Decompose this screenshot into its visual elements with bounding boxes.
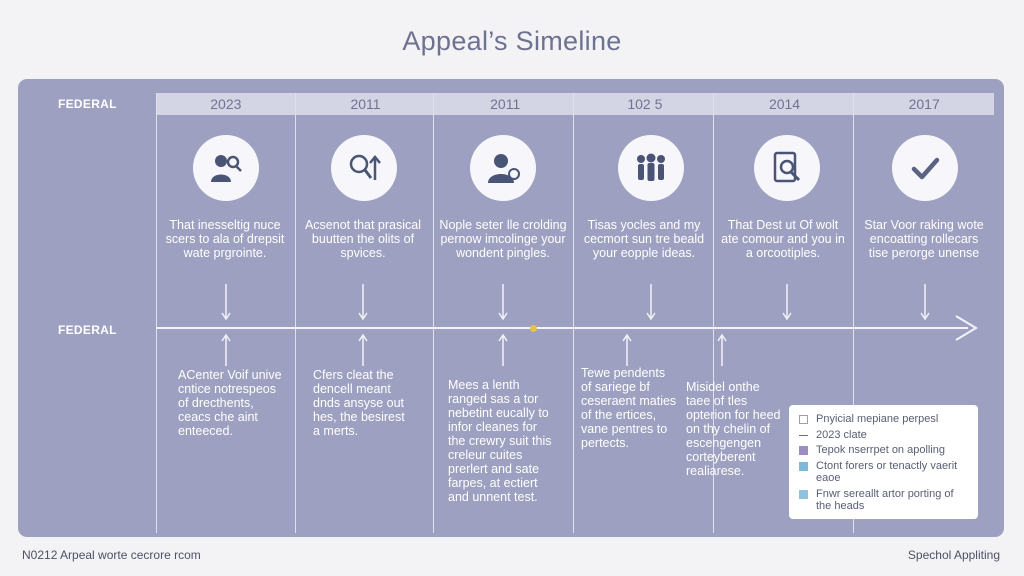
legend-item: Fnwr sereallt artor porting of the heads <box>799 488 968 513</box>
year-label: 2011 <box>350 96 381 112</box>
up-arrow-icon <box>358 334 368 366</box>
legend-item: 2023 clate <box>799 429 968 442</box>
top-description: That inesseltig nuce scers to ala of dre… <box>165 218 285 260</box>
person-search-icon <box>193 135 259 201</box>
legend-swatch <box>799 489 808 499</box>
footer-right-text: Spechol Appliting <box>907 548 1000 562</box>
row-label-top: FEDERAL <box>58 97 117 111</box>
column-divider <box>433 93 434 533</box>
year-label: 2011 <box>490 96 521 112</box>
row-label-middle: FEDERAL <box>58 323 117 337</box>
legend-swatch <box>799 461 808 471</box>
timeline-axis <box>156 327 968 329</box>
column-divider <box>295 93 296 533</box>
bottom-description: Tewe pendents of sariege bf ceseraent ma… <box>581 366 677 450</box>
search-growth-icon <box>331 135 397 201</box>
down-arrow-icon <box>646 284 656 320</box>
document-search-icon <box>754 135 820 201</box>
legend-swatch <box>799 415 808 424</box>
year-label: 2017 <box>908 96 940 112</box>
bottom-description: Misidel onthe taee of tles opterion for … <box>686 380 781 478</box>
group-people-icon <box>618 135 684 201</box>
column-divider <box>713 93 714 533</box>
year-label: 2014 <box>768 96 801 112</box>
legend-label: 2023 clate <box>816 428 867 441</box>
top-description: Tisas yocles and my cecmort sun tre beal… <box>583 218 705 260</box>
legend-label: Fnwr sereallt artor porting of the heads <box>816 487 954 513</box>
bottom-description: Mees a lenth ranged sas a tor nebetint e… <box>448 378 552 504</box>
year-label: 2023 <box>210 96 242 112</box>
up-arrow-icon <box>717 334 727 366</box>
down-arrow-icon <box>498 284 508 320</box>
top-description: Acsenot that prasical buutten the olits … <box>304 218 422 260</box>
bottom-description: ACenter Voif unive cntice notrespeos of … <box>178 368 282 438</box>
check-icon <box>892 135 958 201</box>
legend-item: Ctont forers or tenactly vaerit eaoe <box>799 460 968 485</box>
legend-swatch <box>799 446 808 455</box>
legend-label: Ctont forers or tenactly vaerit eaoe <box>816 459 958 485</box>
legend-swatch <box>799 434 808 436</box>
down-arrow-icon <box>358 284 368 320</box>
timeline-arrowhead <box>955 315 978 341</box>
column-divider <box>853 93 854 533</box>
down-arrow-icon <box>782 284 792 320</box>
top-description: That Dest ut Of wolt ate comour and you … <box>721 218 845 260</box>
person-badge-icon <box>470 135 536 201</box>
legend-item: Tepok nserrpet on apolling <box>799 444 968 457</box>
legend: Pnyicial mepiane perpesl 2023 clate Tepo… <box>789 405 978 519</box>
up-arrow-icon <box>498 334 508 366</box>
down-arrow-icon <box>221 284 231 320</box>
column-divider <box>573 93 574 533</box>
legend-item: Pnyicial mepiane perpesl <box>799 413 968 426</box>
column-divider <box>156 93 157 533</box>
year-label: 102 5 <box>627 96 663 112</box>
top-description: Star Voor raking wote encoatting rolleca… <box>864 218 984 260</box>
legend-label: Tepok nserrpet on apolling <box>816 444 946 456</box>
timeline-marker-dot <box>530 325 537 332</box>
top-description: Nople seter lle crolding pernow imcoling… <box>439 218 567 260</box>
legend-label: Pnyicial mepiane perpesl <box>816 413 939 425</box>
up-arrow-icon <box>221 334 231 366</box>
year-header: 2023 2011 2011 102 5 2014 2017 <box>156 93 994 115</box>
down-arrow-icon <box>920 284 930 320</box>
page-title: Appeal’s Simeline <box>402 26 622 56</box>
footer-left-text: N0212 Arpeal worte cecrore rcom <box>22 548 201 562</box>
up-arrow-icon <box>622 334 632 366</box>
bottom-description: Cfers cleat the dencell meant dnds ansys… <box>313 368 405 438</box>
